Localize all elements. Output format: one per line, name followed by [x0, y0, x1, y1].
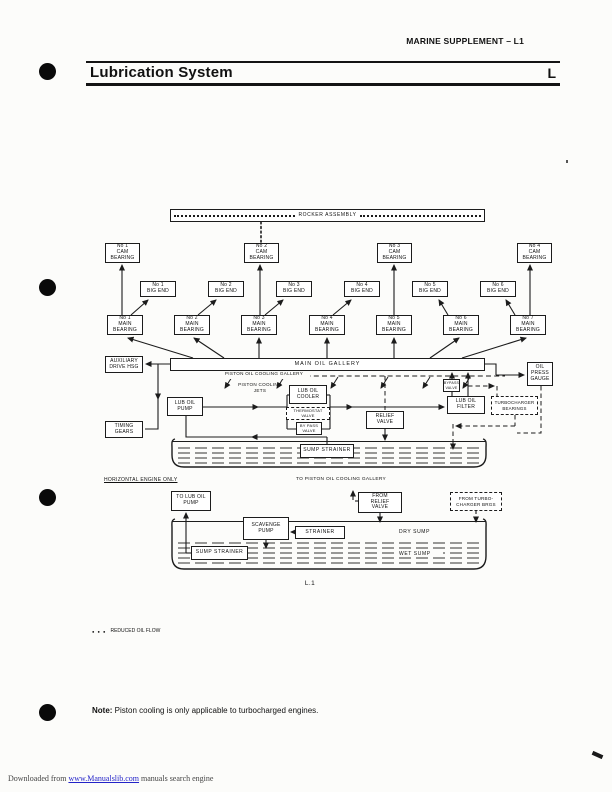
gallery-to-gauge-line — [485, 363, 525, 378]
hole-punch-dot — [39, 704, 56, 721]
timing-gears-box: TIMING GEARS — [105, 421, 143, 438]
dry-sump-label: DRY SUMP — [399, 529, 431, 535]
main-bearing-to-big-end-arrows — [130, 299, 516, 316]
section-letter: L — [547, 65, 556, 81]
scavenge-pump-box: SCAVENGE PUMP — [243, 517, 289, 540]
from-relief-valve-box: FROM RELIEF VALVE — [358, 492, 402, 513]
turbocharger-dashed-circuit — [450, 383, 542, 450]
pump-suction-line — [185, 416, 328, 445]
horizontal-engine-sump-tank — [171, 518, 487, 570]
figure-caption: L.1 — [304, 580, 316, 587]
vertical-engine-sump-tank — [171, 438, 487, 468]
note-text: Piston cooling is only applicable to tur… — [112, 706, 319, 715]
filter-bypass-valve-box: BYPASS VALVE — [443, 379, 460, 392]
footer-link[interactable]: www.Manualslib.com — [68, 774, 140, 783]
cam-bearing-3: No 3 CAM BEARING — [377, 243, 412, 263]
legend-label: REDUCED OIL FLOW — [110, 628, 161, 634]
note-label: Note: — [92, 706, 113, 715]
dotted-flow-right — [359, 214, 481, 217]
lub-oil-filter-box: LUB OIL FILTER — [447, 396, 485, 414]
wet-sump-label: WET SUMP — [399, 551, 443, 557]
title-rule-bottom — [86, 83, 560, 86]
hole-punch-dot — [39, 279, 56, 296]
main-bearing-6: No 6 MAIN BEARING — [443, 315, 479, 335]
thermostat-valve-box: THERMOSTAT VALVE — [286, 407, 330, 420]
main-bearing-1: No 1 MAIN BEARING — [107, 315, 143, 335]
rocker-assembly-label: ROCKER ASSEMBLY — [298, 211, 357, 218]
big-end-3: No 3 BIG END — [276, 281, 312, 297]
auxiliary-drive-hsg-box: AUXILIARY DRIVE HSG — [105, 356, 143, 373]
big-end-4: No 4 BIG END — [344, 281, 380, 297]
oil-pressure-gauge-box: OIL PRESS GAUGE — [527, 362, 553, 386]
main-bearing-3: No 3 MAIN BEARING — [241, 315, 277, 335]
to-piston-oil-cooling-gallery-label: TO PISTON OIL COOLING GALLERY — [295, 477, 387, 482]
by-pass-valve-box: BY PASS VALVE — [296, 422, 322, 435]
big-end-6: No 6 BIG END — [480, 281, 516, 297]
gallery-to-main-bearing-arrows — [127, 336, 527, 359]
turbocharger-bearings-box: TURBOCHARGER BEARINGS — [491, 396, 538, 415]
sump-strainer-upper-box: SUMP STRAINER — [300, 444, 354, 458]
footer-suffix: manuals search engine — [139, 774, 214, 783]
piston-cooling-jets-label: PISTON COOLING JETS — [238, 382, 282, 393]
from-turbocharger-brgs-box: FROM TURBO- CHARGER BRGS — [450, 492, 502, 511]
piston-oil-cooling-gallery-label: PISTON OIL COOLING GALLERY — [218, 371, 310, 379]
big-end-1: No 1 BIG END — [140, 281, 176, 297]
sump-strainer-lower-box: SUMP STRAINER — [191, 546, 248, 560]
lub-oil-pump-box: LUB OIL PUMP — [167, 397, 203, 416]
big-end-5: No 5 BIG END — [412, 281, 448, 297]
page-header: MARINE SUPPLEMENT – L1 — [406, 36, 524, 46]
lub-oil-cooler-box: LUB OIL COOLER — [289, 385, 327, 404]
reduced-oil-flow-dots-icon: ● ● ● — [92, 628, 107, 634]
main-bearing-4: No 4 MAIN BEARING — [309, 315, 345, 335]
footer: Downloaded from www.Manualslib.com manua… — [8, 774, 213, 783]
hole-punch-dot — [39, 489, 56, 506]
rocker-assembly-box: ROCKER ASSEMBLY — [170, 209, 485, 222]
cam-bearing-1: No 1 CAM BEARING — [105, 243, 140, 263]
main-bearing-7: No 7 MAIN BEARING — [510, 315, 546, 335]
strainer-box: STRAINER — [295, 526, 345, 539]
horizontal-engine-only-label: HORIZONTAL ENGINE ONLY — [104, 477, 178, 483]
hole-punch-dot — [39, 63, 56, 80]
cam-bearing-2: No 2 CAM BEARING — [244, 243, 279, 263]
scan-speck — [566, 160, 568, 163]
note-line: Note: Piston cooling is only applicable … — [92, 706, 318, 715]
main-oil-gallery-box: MAIN OIL GALLERY — [170, 358, 485, 371]
main-bearing-5: No 5 MAIN BEARING — [376, 315, 412, 335]
title-rule-top — [86, 61, 560, 63]
big-end-2: No 2 BIG END — [208, 281, 244, 297]
relief-valve-box: RELIEF VALVE — [366, 411, 404, 429]
to-lub-oil-pump-box: TO LUB OIL PUMP — [171, 491, 211, 511]
horizontal-engine-plumbing — [183, 490, 479, 554]
footer-prefix: Downloaded from — [8, 774, 69, 783]
dotted-flow-left — [174, 214, 296, 217]
legend: ● ● ● REDUCED OIL FLOW — [92, 628, 160, 634]
main-bearing-to-cam-bearing-arrows — [119, 264, 533, 315]
gallery-left-branch — [145, 361, 170, 430]
main-bearing-2: No 2 MAIN BEARING — [174, 315, 210, 335]
page-title: Lubrication System — [90, 64, 233, 81]
cam-bearing-4: No 4 CAM BEARING — [517, 243, 552, 263]
